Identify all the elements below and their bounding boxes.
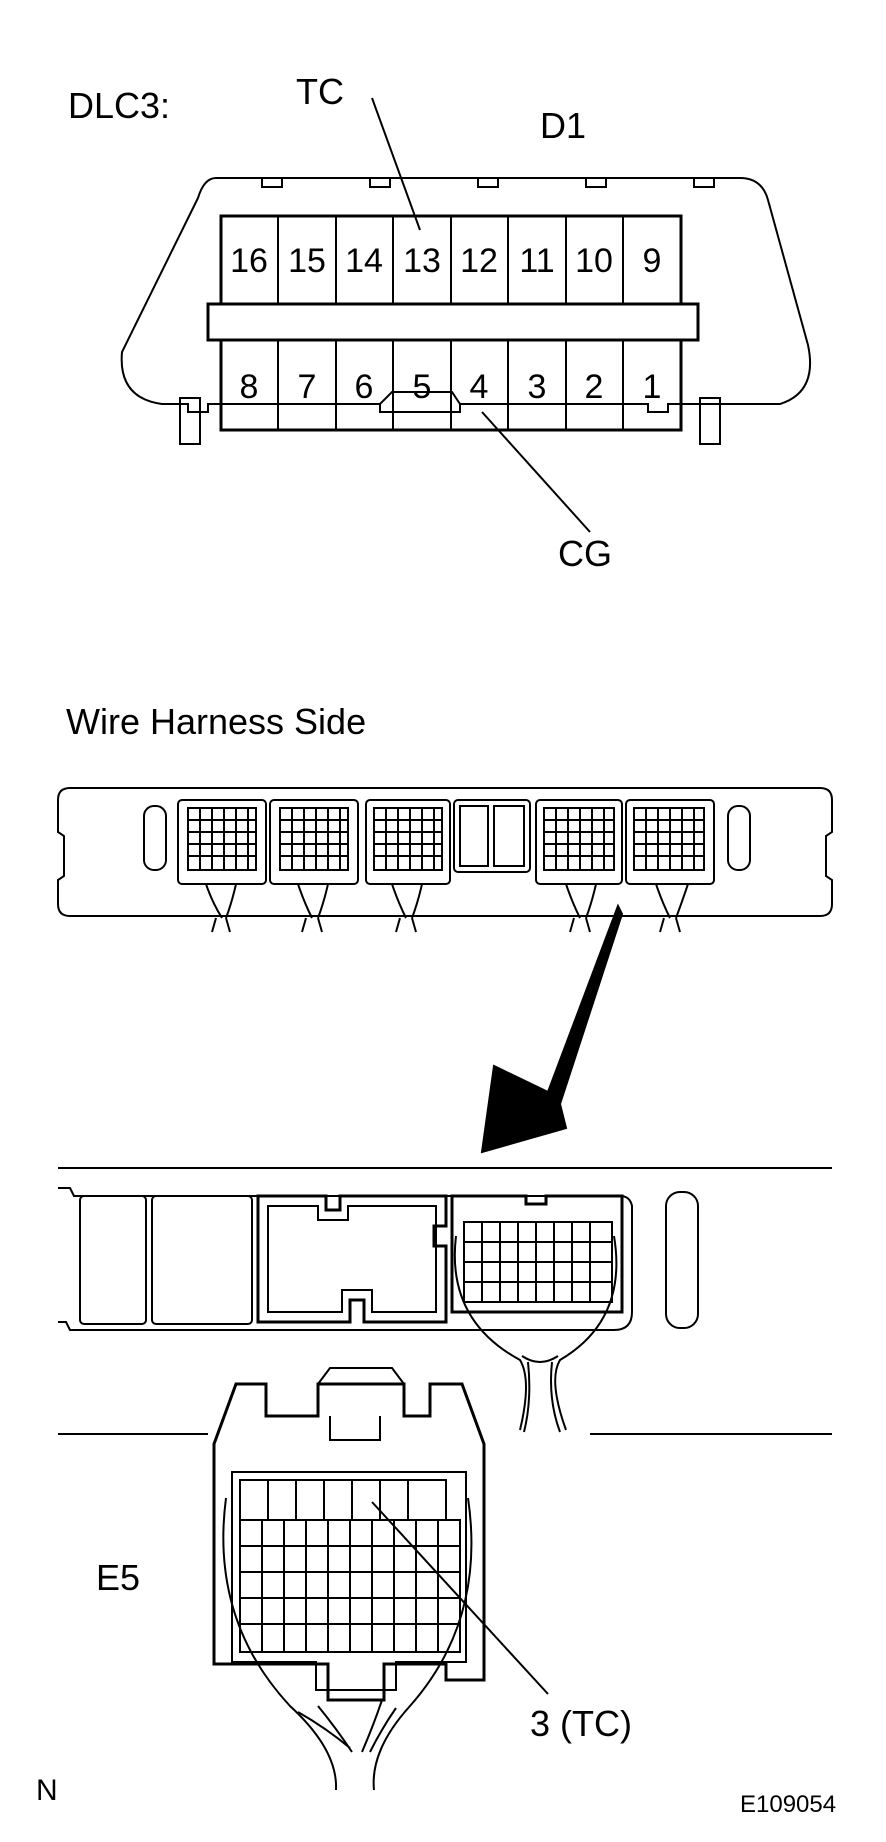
detail-active-connector [450,1194,624,1433]
harness-connector-4 [535,799,623,919]
harness-connector-1 [177,799,267,919]
e5-wire-bundle [222,1497,473,1791]
harness-blank-cavities [453,799,531,873]
pin-label: 3 [528,368,547,406]
harness-slot-left [143,805,167,871]
dlc3-cg-label: CG [558,533,612,574]
pin-label: 15 [288,242,326,280]
detail-blank-cavity-2 [151,1195,253,1325]
dlc3-key-slot [379,391,461,405]
dlc3-top-notches [261,178,715,188]
pin-label: 6 [355,368,374,406]
dlc3-left-latch [179,397,201,445]
e5-tc-leader [371,1501,549,1695]
harness-connector-2 [269,799,359,919]
dlc3-connector-id: D1 [540,105,586,146]
e5-connector-id: E5 [96,1557,140,1598]
harness-side-title: Wire Harness Side [66,701,366,742]
dlc3-right-latch [699,397,721,445]
detail-empty-connector-inner [267,1205,437,1313]
e5-housing [212,1382,486,1702]
harness-detail [58,1167,832,1435]
e5-pin-grid-lines [240,1520,460,1652]
e5-upper-pin-row [239,1479,447,1521]
pin-label: 4 [470,368,489,406]
pin-label: 9 [643,242,662,280]
zoom-arrow-icon [480,903,624,1154]
harness-slot-right [727,805,751,871]
pin-label: 11 [519,242,554,280]
footer-left-mark: N [36,1774,58,1807]
pin-label: 16 [230,242,268,280]
harness-wire-ends [211,917,681,933]
dlc3-cg-leader [481,411,591,533]
dlc3-tc-label: TC [296,71,344,112]
harness-connector-3 [365,799,451,919]
e5-wire-strands [297,1699,397,1753]
dlc3-tc-leader [371,97,421,231]
e5-top-key [317,1367,405,1441]
pin-label: 5 [413,368,432,406]
pin-label: 13 [403,242,441,280]
dlc3-connector [120,97,812,533]
pin-label: 7 [298,368,317,406]
detail-empty-connector [256,1194,448,1324]
e5-upper-pin-dividers [267,1480,409,1520]
figure-code: E109054 [740,1791,836,1818]
harness-overview [57,787,833,933]
pin-label: 10 [575,242,613,280]
pin-label: 1 [643,368,662,406]
detail-panel-outline [58,1187,633,1331]
pin-label: 8 [240,368,259,406]
pin-label: 2 [585,368,604,406]
pin-label: 14 [345,242,383,280]
dlc3-housing [120,177,812,413]
harness-panel-outline [57,787,833,917]
e5-inner-frame [231,1471,467,1691]
harness-connector-5 [625,799,715,919]
dlc3-pin-dividers [277,216,624,430]
dlc3-title: DLC3: [68,85,170,126]
e5-connector [212,1367,549,1791]
pin-label: 12 [460,242,498,280]
dlc3-bottom-pin-labels: 8 7 6 5 4 3 2 1 [240,368,662,406]
dlc3-top-pin-labels: 16 15 14 13 12 11 10 9 [230,242,661,280]
detail-slot-right [665,1191,699,1329]
detail-blank-cavity-1 [79,1195,147,1325]
e5-tc-pin-label: 3 (TC) [530,1703,632,1744]
dlc3-center-bar [206,302,700,342]
